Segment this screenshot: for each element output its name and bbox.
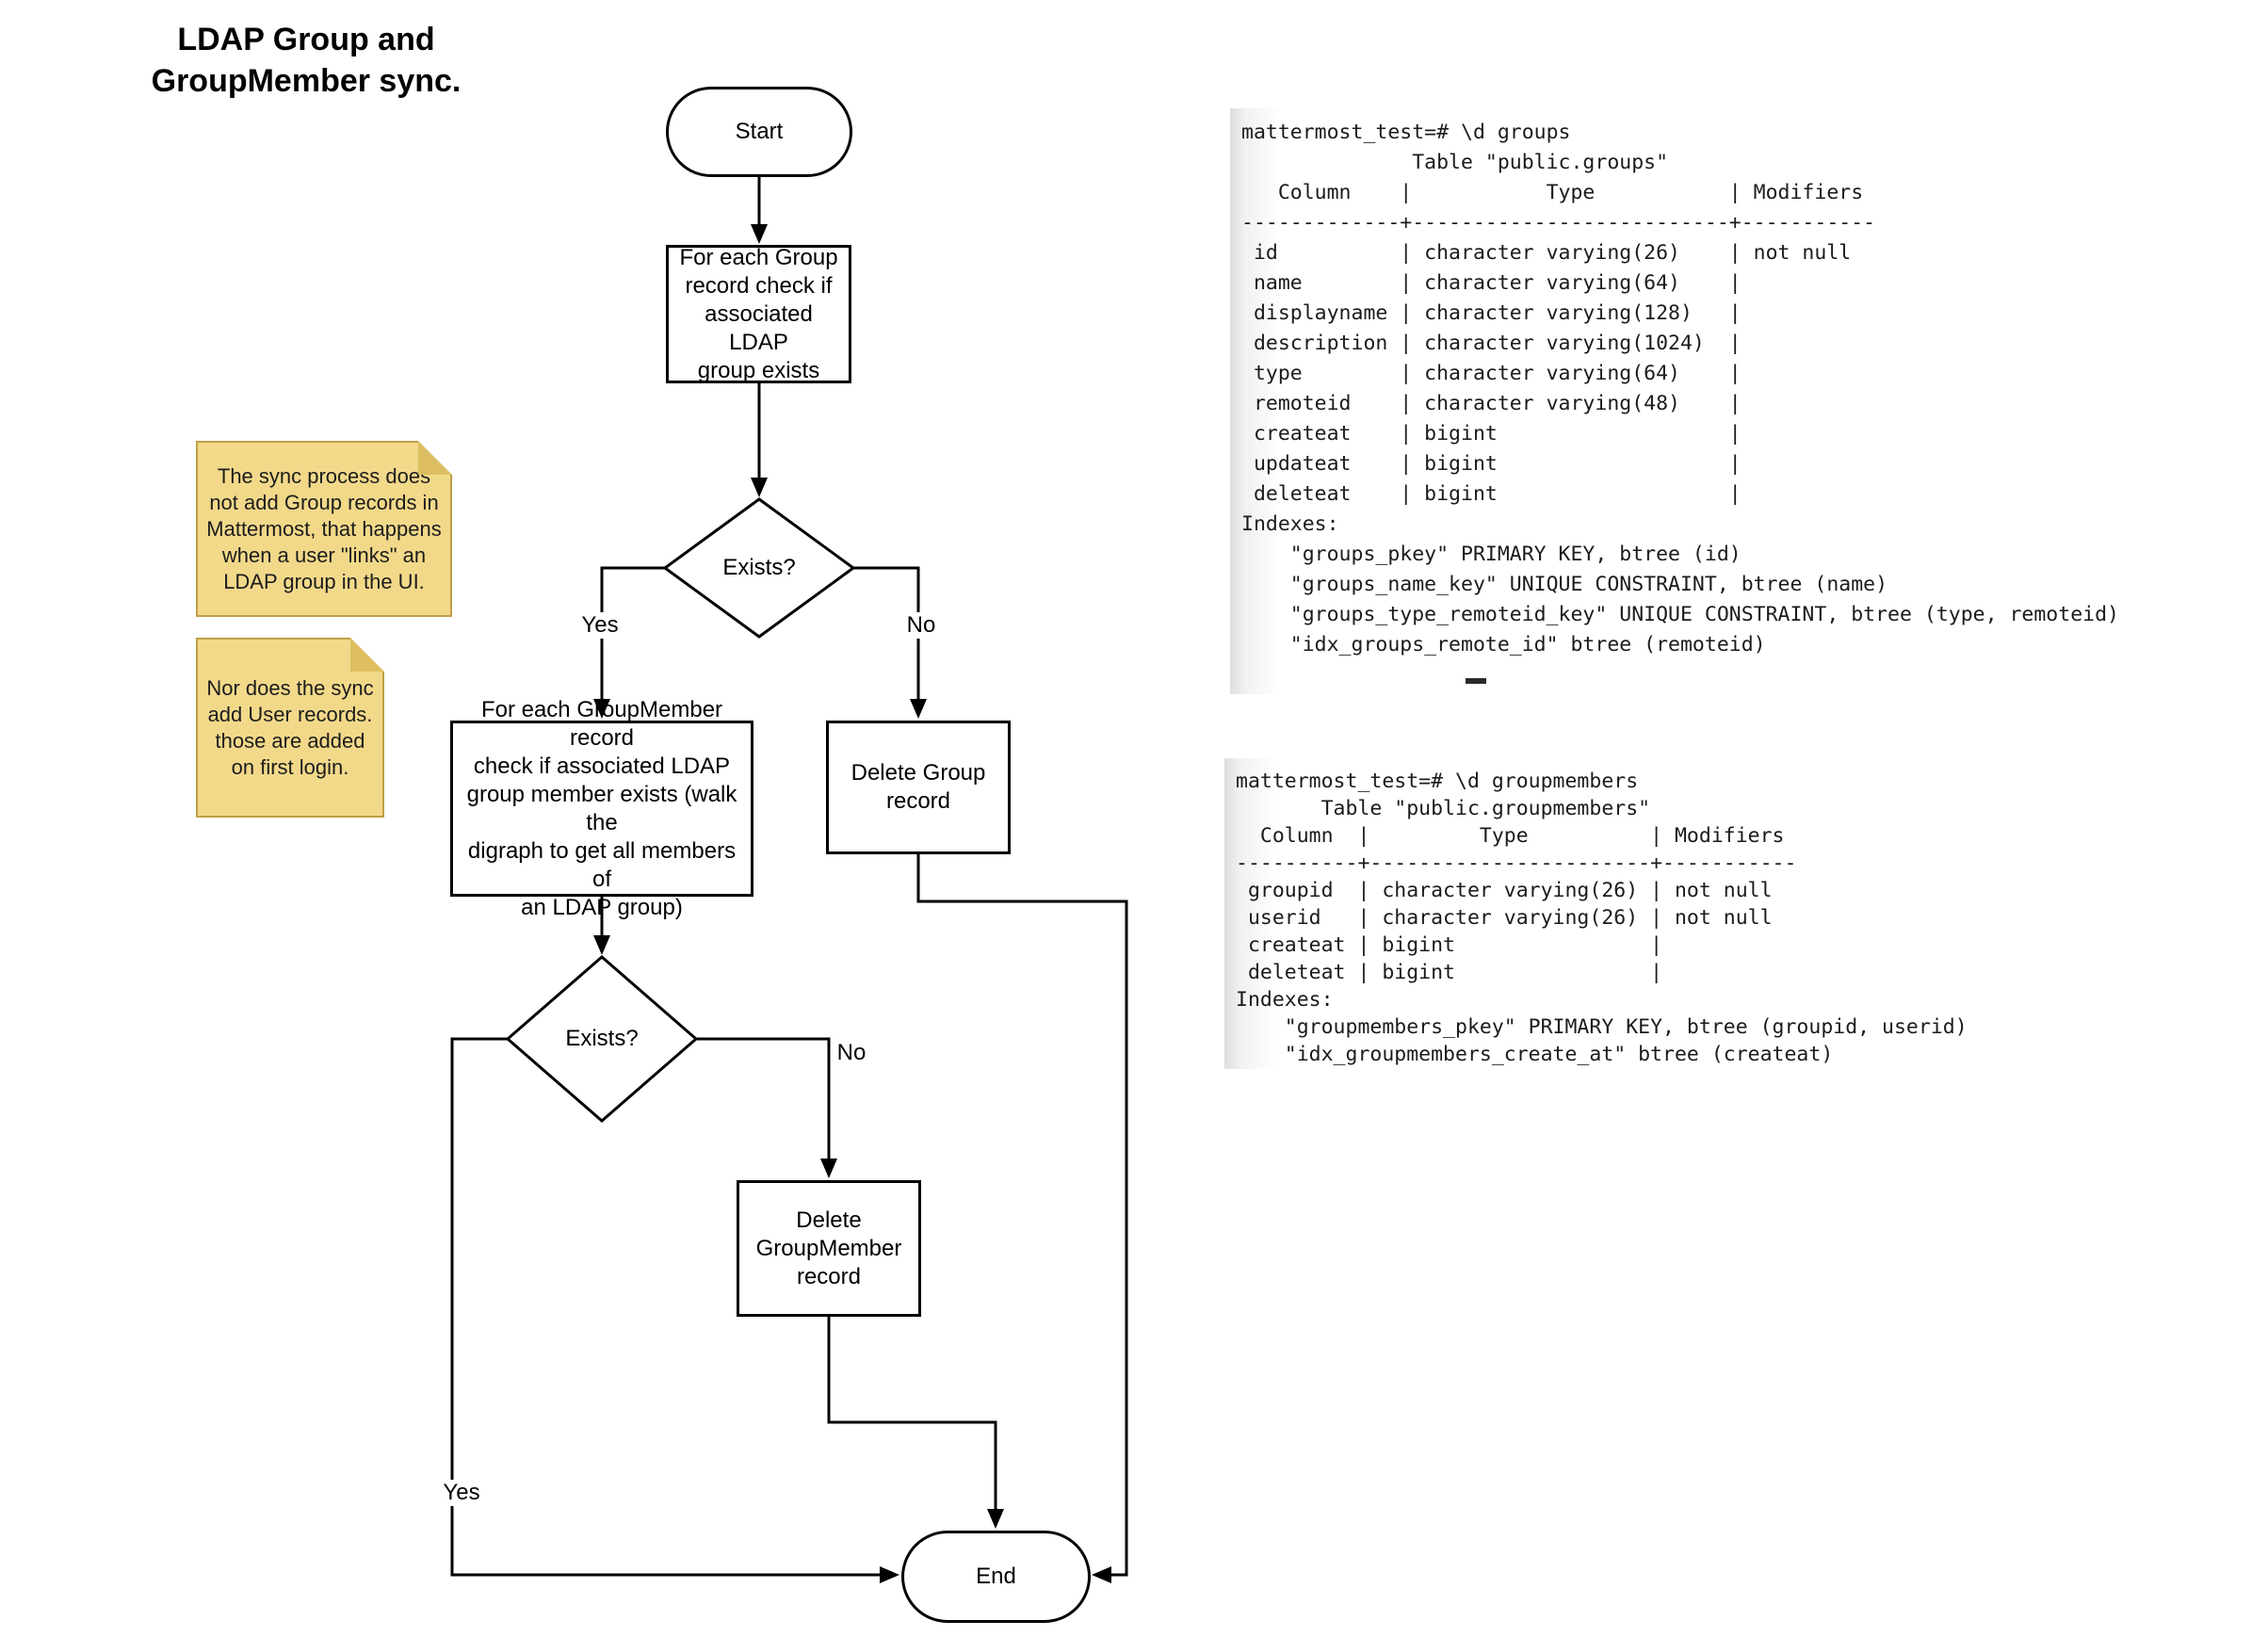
edge-label-yes1: Yes bbox=[572, 612, 628, 639]
arrowhead-icon bbox=[751, 478, 768, 497]
terminal-cursor-dash bbox=[1466, 678, 1486, 684]
arrowhead-icon bbox=[910, 699, 927, 719]
edge-exists2-yes bbox=[450, 1037, 888, 1577]
check-member-process-node: For each GroupMember record check if ass… bbox=[450, 697, 753, 920]
start-node: Start bbox=[666, 87, 852, 177]
terminal-output-groups-text: mattermost_test=# \d groups Table "publi… bbox=[1241, 121, 2119, 656]
edge-delete-group-to-end bbox=[916, 854, 1128, 1577]
delete-member-process-node: Delete GroupMember record bbox=[737, 1180, 921, 1317]
arrowhead-icon bbox=[751, 224, 768, 244]
decision-exists1-shape bbox=[662, 497, 856, 639]
edge-exists1-no bbox=[853, 566, 920, 708]
check-group-process-node: For each Group record check if associate… bbox=[666, 245, 851, 383]
terminal-output-groupmembers-text: mattermost_test=# \d groupmembers Table … bbox=[1236, 770, 1968, 1066]
decision-exists2-shape bbox=[505, 955, 699, 1123]
decision-exists1-label: Exists? bbox=[722, 555, 796, 580]
arrowhead-icon bbox=[820, 1159, 837, 1178]
edge-delete-member-to-end bbox=[827, 1317, 997, 1519]
end-node: End bbox=[901, 1531, 1091, 1623]
arrowhead-icon bbox=[987, 1509, 1004, 1529]
edge-label-no2: No bbox=[836, 1040, 867, 1065]
arrowhead-icon bbox=[880, 1566, 899, 1583]
edge-label-no1: No bbox=[893, 612, 949, 639]
terminal-output-groupmembers: mattermost_test=# \d groupmembers Table … bbox=[1224, 758, 1968, 1069]
decision-exists2-label: Exists? bbox=[565, 1026, 639, 1051]
delete-group-process-node: Delete Group record bbox=[826, 721, 1011, 854]
page-title: LDAP Group and GroupMember sync. bbox=[151, 22, 462, 99]
sticky-note-group-records: The sync process does not add Group reco… bbox=[196, 441, 452, 617]
arrowhead-icon bbox=[1092, 1566, 1111, 1583]
arrowhead-icon bbox=[593, 699, 610, 719]
sticky-note-user-records: Nor does the sync add User records. thos… bbox=[196, 638, 384, 818]
terminal-output-groups: mattermost_test=# \d groups Table "publi… bbox=[1230, 108, 2196, 694]
edge-exists2-no bbox=[696, 1037, 831, 1169]
edge-label-yes2: Yes bbox=[433, 1480, 490, 1506]
arrowhead-icon bbox=[593, 935, 610, 955]
edge-exists1-yes bbox=[600, 566, 665, 708]
